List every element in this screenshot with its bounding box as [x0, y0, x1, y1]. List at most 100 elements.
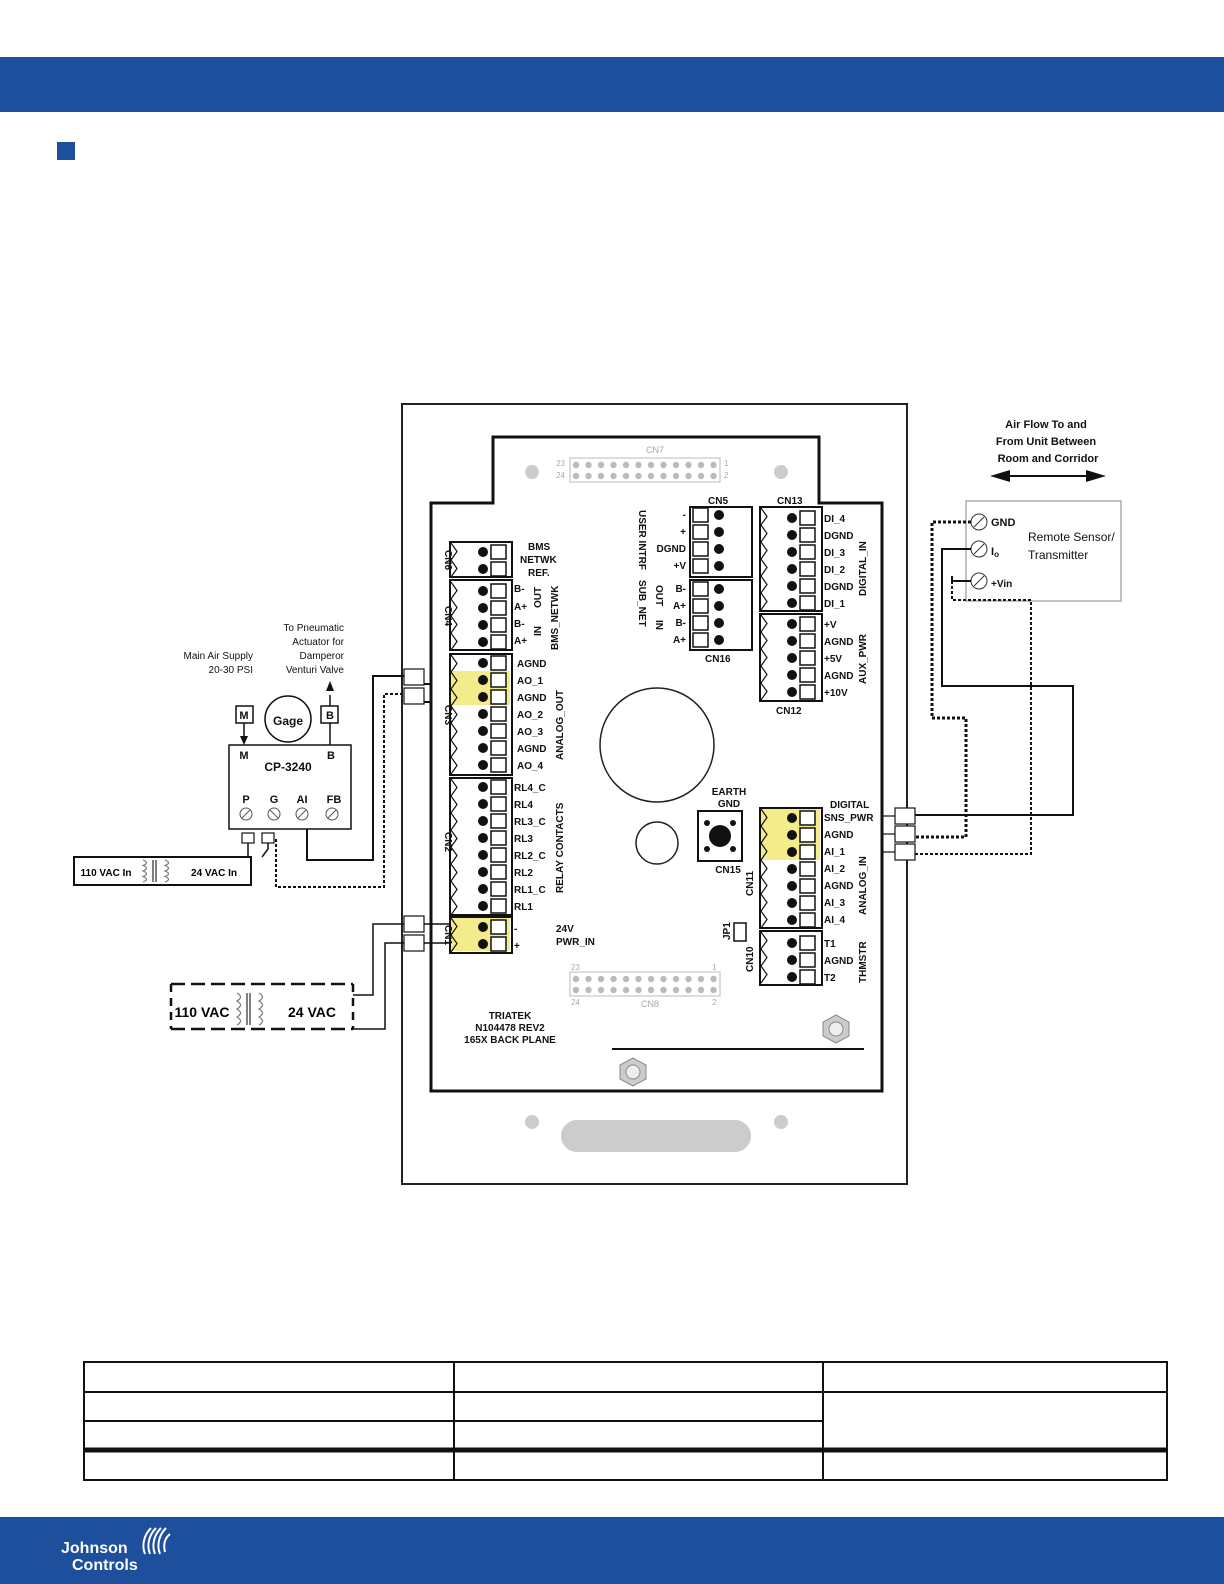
- svg-text:OUT: OUT: [533, 587, 544, 608]
- svg-text:DIGITAL: DIGITAL: [830, 800, 869, 811]
- pin-label: SNS_PWR: [824, 813, 874, 824]
- terminal-pin: [787, 578, 816, 594]
- svg-text:1: 1: [712, 963, 717, 972]
- terminal-pin: [787, 844, 816, 860]
- pin-label: AGND: [824, 881, 853, 892]
- svg-text:M: M: [239, 750, 248, 762]
- terminal-pin: [787, 510, 816, 526]
- svg-text:110 VAC: 110 VAC: [175, 1004, 230, 1020]
- svg-text:THMSTR: THMSTR: [858, 941, 869, 983]
- svg-text:20-30 PSI: 20-30 PSI: [209, 665, 253, 676]
- svg-text:ANALOG_IN: ANALOG_IN: [858, 856, 869, 915]
- svg-text:BMS: BMS: [528, 542, 551, 553]
- svg-text:B: B: [326, 710, 334, 722]
- svg-text:DIGITAL_IN: DIGITAL_IN: [858, 541, 869, 596]
- terminal-pin: [787, 878, 816, 894]
- svg-text:M: M: [239, 710, 248, 722]
- svg-text:110 VAC In: 110 VAC In: [81, 868, 132, 879]
- svg-text:CN11: CN11: [745, 871, 756, 896]
- svg-text:Damperor: Damperor: [300, 651, 345, 662]
- terminal-pin: [478, 936, 507, 952]
- svg-text:REF.: REF.: [528, 568, 550, 579]
- svg-text:IN: IN: [653, 620, 664, 630]
- svg-text:CN3: CN3: [442, 705, 453, 725]
- terminal-pin: [787, 667, 816, 683]
- svg-text:Gage: Gage: [273, 714, 303, 728]
- terminal-pin: [787, 633, 816, 649]
- pin-label: AI_2: [824, 864, 846, 875]
- svg-text:FB: FB: [327, 794, 342, 806]
- small-transformer: 110 VAC In 24 VAC In: [73, 843, 269, 886]
- terminal-pin: [478, 617, 507, 633]
- terminal-pin: [692, 524, 724, 540]
- svg-text:NETWK: NETWK: [520, 555, 557, 566]
- connector-names: CN6 CN4 CN3 CN2 CN1 CN5 CN16 CN13 CN12 C…: [442, 496, 803, 972]
- pin-label: +5V: [824, 654, 842, 665]
- pin-label: DGND: [824, 531, 853, 542]
- pneumatic-labels: To Pneumatic Actuator for Damperor Ventu…: [184, 623, 345, 676]
- terminal-pin: [478, 672, 507, 688]
- svg-text:N104478 REV2: N104478 REV2: [475, 1023, 545, 1034]
- pin-label: T1: [824, 939, 836, 950]
- svg-text:24 VAC In: 24 VAC In: [191, 868, 237, 879]
- svg-text:24 VAC: 24 VAC: [288, 1004, 336, 1020]
- cn8-header: CN8 23 24 1 2: [569, 963, 721, 1009]
- svg-text:OUT: OUT: [653, 585, 664, 606]
- svg-text:+Vin: +Vin: [991, 579, 1012, 590]
- cp-3240-controller: [228, 681, 352, 830]
- terminal-pin: [787, 969, 816, 985]
- svg-text:CN7: CN7: [646, 445, 664, 455]
- terminal-pin: [787, 912, 816, 928]
- svg-text:+V: +V: [673, 561, 686, 572]
- cn7-header: CN7 23 24 1 2: [556, 445, 729, 483]
- sensor-terminals: [970, 513, 988, 590]
- terminal-pin: [787, 544, 816, 560]
- svg-text:AI: AI: [297, 794, 308, 806]
- svg-text:A+: A+: [673, 635, 686, 646]
- svg-text:24: 24: [571, 998, 580, 1007]
- svg-text:P: P: [242, 794, 249, 806]
- right-wire-terminals: [882, 807, 916, 861]
- terminal-pin: [787, 895, 816, 911]
- svg-text:CN1: CN1: [442, 925, 453, 945]
- svg-text:CN5: CN5: [708, 496, 728, 507]
- pin-label: AGND: [824, 671, 853, 682]
- svg-text:Air Flow To and: Air Flow To and: [1005, 419, 1087, 431]
- terminal-pin: [787, 827, 816, 843]
- terminal-pin: [478, 740, 507, 756]
- svg-text:B-: B-: [514, 619, 525, 630]
- terminal-pin: [787, 935, 816, 951]
- terminal-pin: [478, 634, 507, 650]
- mid-pin-labels: - + DGND +V B- A+ B- A+ USER INTRF SUB_N…: [464, 510, 746, 1046]
- svg-text:23: 23: [556, 459, 565, 468]
- terminal-pin: [787, 810, 816, 826]
- pin-label: AO_4: [517, 761, 544, 772]
- pin-label: RL1_C: [514, 885, 546, 896]
- handle-slot: [561, 1120, 751, 1152]
- svg-text:Remote Sensor/: Remote Sensor/: [1028, 530, 1115, 544]
- terminal-pin: [478, 779, 507, 795]
- svg-text:SUB_NET: SUB_NET: [636, 580, 647, 627]
- terminal-pin: [787, 595, 816, 611]
- svg-text:Room and Corridor: Room and Corridor: [998, 453, 1100, 465]
- terminal-pin: [478, 898, 507, 914]
- pin-label: DI_3: [824, 548, 846, 559]
- terminal-pin: [787, 616, 816, 632]
- connector-outlines: [449, 506, 823, 986]
- left-wire-terminals: [241, 668, 425, 952]
- pin-label: RL2: [514, 868, 533, 879]
- header-bar: [0, 57, 1224, 112]
- svg-text:-: -: [683, 510, 686, 521]
- terminal-pin: [787, 861, 816, 877]
- svg-text:JP1: JP1: [722, 922, 733, 940]
- svg-text:A+: A+: [514, 602, 527, 613]
- svg-text:CN8: CN8: [641, 999, 659, 1009]
- sensor-wiring: [915, 520, 1074, 855]
- terminal-pin: [787, 650, 816, 666]
- pin-label: AGND: [824, 956, 853, 967]
- terminal-pin: [692, 541, 724, 557]
- terminal-pin: [692, 615, 724, 631]
- svg-text:RELAY CONTACTS: RELAY CONTACTS: [555, 802, 566, 893]
- svg-text:Io: Io: [991, 546, 999, 559]
